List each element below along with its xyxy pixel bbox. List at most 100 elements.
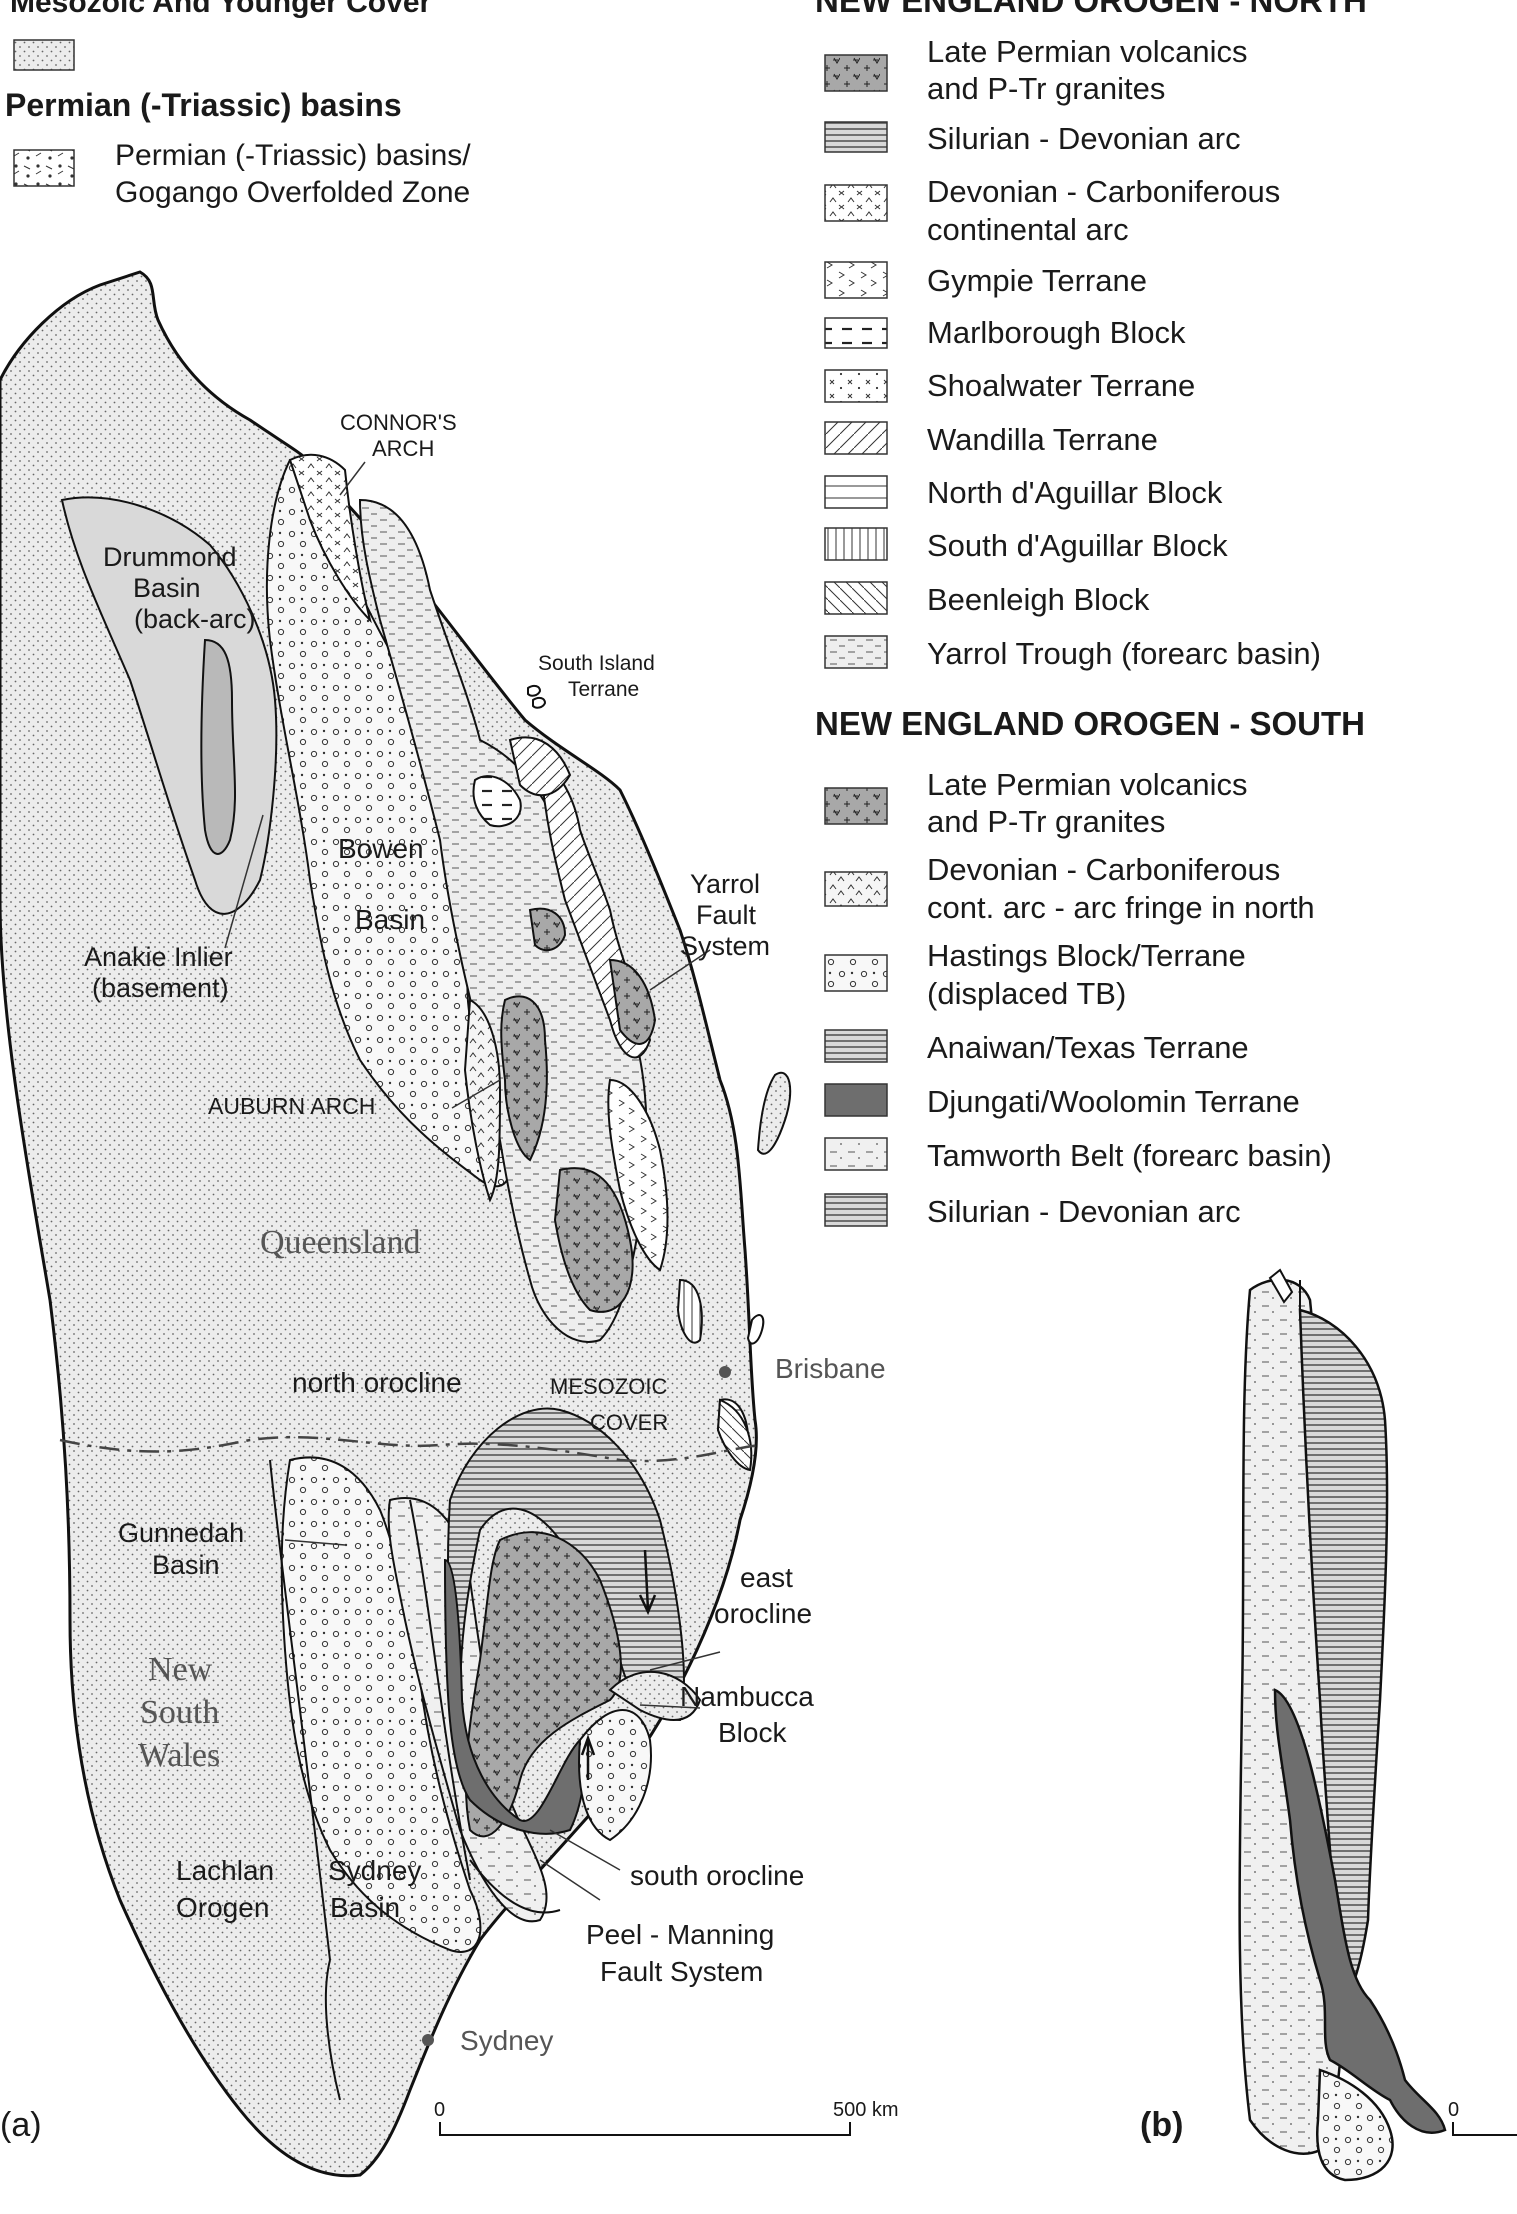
cover-legend-swatch [13,39,75,71]
label-yarrol-fault-system: System [680,931,770,961]
nambucca-block [608,1671,702,1721]
panel-label-a: (a) [0,2106,42,2144]
cover-legend-title: Mesozoic And Younger Cover [10,0,431,19]
label-bowen-basin: Basin [355,904,425,935]
panel-label-b: (b) [1140,2106,1183,2144]
south-legend-label: Tamworth Belt (forearc basin) [927,1138,1332,1173]
south-legend-swatch-tamworth [824,1137,888,1171]
north-legend-label: Late Permian volcanics [927,34,1248,69]
label-new-south-wales: Wales [138,1737,220,1774]
label-auburn-arch: AUBURN ARCH [208,1093,375,1119]
label-south-orocline: south orocline [630,1860,804,1891]
granite-north-1 [500,995,548,1162]
auburn-arch [463,998,502,1203]
north-legend-label: Wandilla Terrane [927,422,1158,457]
granite-south [464,1531,622,1838]
label-gunnedah-basin: Gunnedah [118,1518,244,1548]
yarrol-trough [358,498,648,1343]
label-anakie-inlier: (basement) [92,973,229,1003]
moreton-island [746,1314,765,1345]
north-legend-swatch-marlborough [824,317,888,349]
label-north-orocline: north orocline [292,1367,462,1398]
south-legend-label: Late Permian volcanics [927,767,1248,802]
south-legend-label: Djungati/Woolomin Terrane [927,1084,1300,1119]
label-connors-arch: CONNOR'S [340,410,457,435]
south-island-terrane [527,684,547,709]
wandilla-terrane-north [508,736,572,797]
label-lachlan-orogen: Orogen [176,1892,269,1923]
label-drummond-basin: (back-arc) [134,604,256,634]
label-nambucca-block: Block [718,1717,787,1748]
south-legend-label: cont. arc - arc fringe in north [927,890,1315,925]
anakie-inlier [200,638,237,855]
north-legend-label: Shoalwater Terrane [927,368,1195,403]
north-legend-label: Gympie Terrane [927,263,1147,298]
north-legend-swatch-shoalwater [824,369,888,403]
north-legend-title: NEW ENGLAND OROGEN - NORTH [815,0,1367,19]
south-legend-label: Anaiwan/Texas Terrane [927,1030,1249,1065]
basins-legend-title: Permian (-Triassic) basins [5,87,402,123]
label-nambucca-block: Nambucca [680,1681,814,1712]
label-south-island-terrane: South Island [538,652,655,675]
state-border [59,1435,761,1463]
label-drummond-basin: Drummond [103,542,237,572]
granite-north-2 [553,1167,634,1313]
label-south-island-terrane: Terrane [568,678,639,701]
beenleigh-block [716,1398,753,1472]
gympie-terrane [607,1078,669,1272]
panel-b-djungati [1273,1688,1447,2134]
north-legend-label: Silurian - Devonian arc [927,121,1241,156]
north-legend-swatch-wandilla [824,421,888,455]
south-legend-label: Devonian - Carboniferous [927,852,1280,887]
fraser-island [756,1071,792,1155]
label-yarrol-fault-system: Yarrol [690,869,760,899]
south-legend-label: and P-Tr granites [927,804,1165,839]
panel-b-hastings [1316,2068,1394,2182]
south-legend-label: Hastings Block/Terrane [927,938,1246,973]
label-queensland: Queensland [260,1224,421,1261]
north-legend-swatch-south-daguillar [824,527,888,561]
granite-north-4 [608,958,657,1045]
south-legend-swatch-hastings [824,954,888,992]
fault-lines [269,1459,561,2101]
label-bowen-basin: Bowen [338,833,424,864]
label-brisbane: Brisbane [775,1353,886,1384]
label-new-south-wales: South [140,1694,219,1731]
scale-bar-b [1452,2122,1517,2136]
north-legend-swatch-silurian-devonian [824,121,888,153]
panel-b-north-block [1268,1268,1294,1304]
label-east-orocline: orocline [714,1598,812,1629]
fault-arrow-south [580,1734,596,1780]
granite-north-3 [528,907,567,952]
south-legend-swatch-late-permian [824,787,888,825]
north-legend-swatch-late-permian [824,54,888,92]
south-legend-swatch-djungati [824,1083,888,1117]
panel-b-anaiwan [1298,1308,1389,2002]
south-legend-swatch-silurian-devonian [824,1193,888,1227]
panel-b-map [1238,1268,1447,2182]
basins-legend-swatch [13,149,75,187]
north-legend-label: Marlborough Block [927,315,1186,350]
label-east-orocline: east [740,1562,793,1593]
label-mesozoic-cover: MESOZOIC [550,1374,667,1399]
label-connors-arch: ARCH [372,436,434,461]
basins-legend-line-1: Permian (-Triassic) basins/ [115,139,471,172]
label-sydney: Sydney [460,2025,553,2056]
label-anakie-inlier: Anakie Inlier [84,942,233,972]
north-legend-label: and P-Tr granites [927,71,1165,106]
marlborough-block [472,775,522,828]
north-legend-label: Beenleigh Block [927,582,1150,617]
label-peel-manning: Peel - Manning [586,1919,774,1950]
south-daguillar-block [676,1278,703,1344]
south-legend-items: Late Permian volcanics and P-Tr granites… [824,767,1332,1229]
label-mesozoic-cover: COVER [590,1410,668,1435]
south-legend-label: (displaced TB) [927,976,1126,1011]
scale-zero-a: 0 [434,2099,445,2121]
basins-legend-line-2: Gogango Overfolded Zone [115,176,470,209]
south-legend-swatch-dev-carb [824,871,888,907]
hastings-block [578,1709,652,1842]
fault-arrow-north [638,1549,657,1616]
label-yarrol-fault-system: Fault [696,900,757,930]
leader-lines [224,461,721,1901]
